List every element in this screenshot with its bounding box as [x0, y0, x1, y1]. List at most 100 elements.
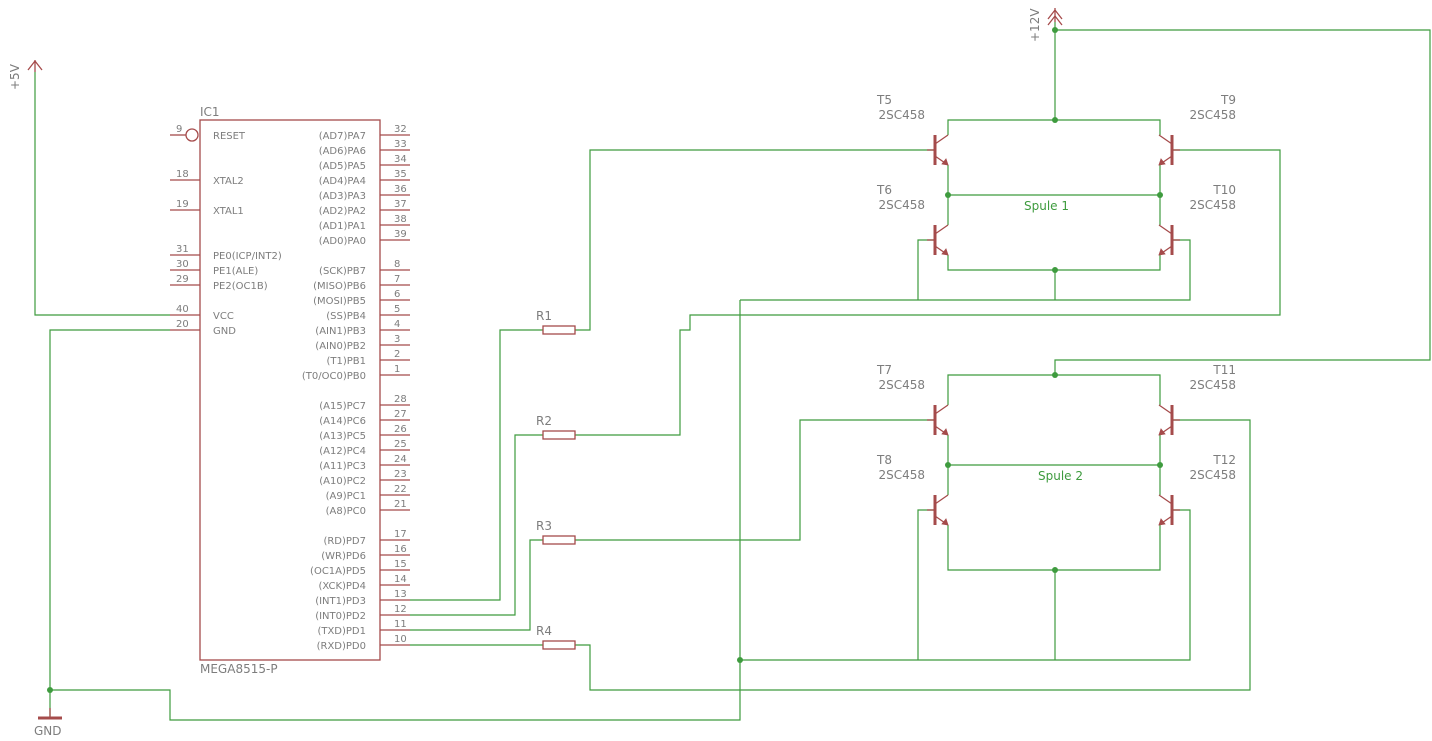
pin-label: (WR)PD6: [321, 551, 366, 562]
supply-12v: +12V: [1028, 8, 1063, 42]
wire-r3-t7: [575, 419, 935, 541]
pin-number: 23: [394, 469, 407, 480]
coil-label-spule-2: Spule 2: [1038, 469, 1083, 483]
pin-label: (OC1A)PD5: [310, 566, 366, 577]
pin-number: 10: [394, 634, 407, 645]
wire-gnd-bus: [50, 300, 741, 721]
ic1-pin-3: 3 (AIN0)PB2: [315, 334, 410, 352]
resistor-r4: R4: [536, 624, 576, 650]
wire-5v-vcc: [34, 72, 170, 316]
pin-number: 21: [394, 499, 407, 510]
pin-number: 5: [394, 304, 400, 315]
pin-label: (AD5)PA5: [319, 161, 366, 172]
pin-number: 3: [394, 334, 400, 345]
resistor-r1: R1: [536, 309, 576, 335]
junctions: [47, 27, 1163, 693]
pin-label: (AD1)PA1: [319, 221, 366, 232]
pin-label: (A11)PC3: [319, 461, 366, 472]
transistor-name: T9: [1220, 93, 1236, 107]
wire-gnd-pin: [49, 329, 170, 718]
ic1-pin-5: 5 (SS)PB4: [326, 304, 410, 322]
wire-hb2-top: [947, 374, 1161, 405]
pin-number: 8: [394, 259, 400, 270]
transistors: T52SC458T62SC458T92SC458T102SC458T72SC45…: [876, 93, 1236, 526]
pin-number: 29: [176, 274, 189, 285]
pin-label: VCC: [213, 311, 234, 322]
ic1-pin-4: 4(AIN1)PB3: [315, 319, 410, 337]
pin-label: PE2(OC1B): [213, 281, 268, 292]
ic1-pin-33: 33(AD6)PA6: [319, 139, 410, 157]
pin-number: 33: [394, 139, 407, 150]
ic1-pin-13: 13(INT1)PD3: [315, 589, 410, 607]
pin-number: 27: [394, 409, 407, 420]
transistor-value: 2SC458: [878, 468, 925, 482]
wire-r4-t11: [575, 419, 1251, 691]
pin-number: 9: [176, 124, 182, 135]
pin-label: (SS)PB4: [326, 311, 366, 322]
resistor-body: [542, 430, 576, 440]
pin-label: (A10)PC2: [319, 476, 366, 487]
ic1-pin-23: 23 (A10)PC2: [319, 469, 410, 487]
resistor-body: [542, 640, 576, 650]
resistor-r3: R3: [536, 519, 576, 545]
ic1-pin-16: 16 (WR)PD6: [321, 544, 410, 562]
resistor-body: [542, 535, 576, 545]
wire-pd3-r1: [410, 329, 543, 601]
ic1-pin-36: 36(AD3)PA3: [319, 184, 410, 202]
pin-number: 16: [394, 544, 407, 555]
ic1: IC1 MEGA8515-P 9RESET18XTAL219XTAL131PE0…: [170, 105, 410, 676]
ic1-pin-25: 25 (A12)PC4: [319, 439, 410, 457]
label-5v: +5V: [8, 63, 22, 90]
pin-label: (AIN0)PB2: [315, 341, 366, 352]
ic1-pin-12: 12(INT0)PD2: [315, 604, 410, 622]
ic1-pin-14: 14(XCK)PD4: [318, 574, 410, 592]
wire-pd2-r2: [410, 434, 543, 616]
pin-label: (A12)PC4: [319, 446, 366, 457]
resistor-body: [542, 325, 576, 335]
pin-number: 30: [176, 259, 189, 270]
ic1-pin-32: 32(AD7)PA7: [319, 124, 410, 142]
pin-number: 28: [394, 394, 407, 405]
ic1-pin-28: 28 (A15)PC7: [319, 394, 410, 412]
coil-label-spule-1: Spule 1: [1024, 199, 1069, 213]
wire-r2-t9: [575, 149, 1281, 436]
pin-number: 25: [394, 439, 407, 450]
ic1-pin-8: 8(SCK)PB7: [319, 259, 410, 277]
ic1-pin-21: 21(A8)PC0: [326, 499, 410, 517]
pin-number: 35: [394, 169, 407, 180]
ic1-pin-37: 37(AD2)PA2: [319, 199, 410, 217]
pin-label: XTAL2: [213, 176, 244, 187]
pin-label: XTAL1: [213, 206, 244, 217]
pin-number: 20: [176, 319, 189, 330]
pin-label: (MISO)PB6: [313, 281, 366, 292]
ic1-pin-22: 22(A9)PC1: [326, 484, 410, 502]
pin-number: 11: [394, 619, 407, 630]
pin-number: 22: [394, 484, 407, 495]
wire-t6-base: [917, 239, 935, 300]
ic1-right-pins: 32(AD7)PA733(AD6)PA634(AD5)PA535(AD4)PA4…: [302, 124, 410, 652]
ic1-name: IC1: [200, 105, 220, 119]
pin-label: GND: [213, 326, 236, 337]
pin-number: 34: [394, 154, 407, 165]
ic1-value: MEGA8515-P: [200, 662, 278, 676]
transistor-name: T11: [1212, 363, 1236, 377]
pin-label: (A15)PC7: [319, 401, 366, 412]
transistor-value: 2SC458: [878, 108, 925, 122]
ic1-pin-2: 2(T1)PB1: [326, 349, 410, 367]
ic1-pin-10: 10(RXD)PD0: [317, 634, 410, 652]
pin-number: 32: [394, 124, 407, 135]
pin-number: 24: [394, 454, 407, 465]
ic1-pin-17: 17(RD)PD7: [323, 529, 410, 547]
transistor-name: T6: [876, 183, 892, 197]
